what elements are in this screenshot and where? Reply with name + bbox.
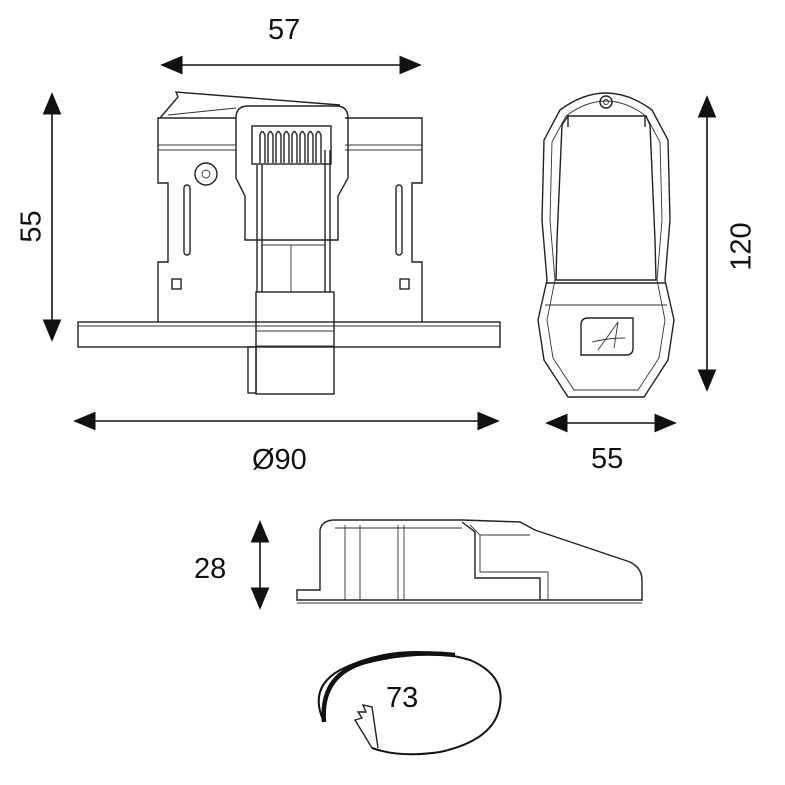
logo-icon: [580, 317, 634, 356]
bottom-view: [296, 519, 643, 604]
label-front-height: 55: [15, 210, 48, 243]
label-side-length: 120: [725, 222, 758, 271]
front-view: [77, 91, 501, 395]
label-side-width: 55: [591, 443, 624, 475]
label-front-width: 57: [268, 14, 301, 46]
label-cutout: 73: [386, 682, 419, 714]
cutout-view: [317, 651, 502, 756]
label-bottom-height: 28: [194, 553, 227, 585]
spring-icon: [259, 130, 322, 163]
saw-blade-icon: [353, 704, 379, 749]
label-flange-diameter: Ø90: [252, 444, 307, 476]
side-view: [537, 92, 675, 398]
